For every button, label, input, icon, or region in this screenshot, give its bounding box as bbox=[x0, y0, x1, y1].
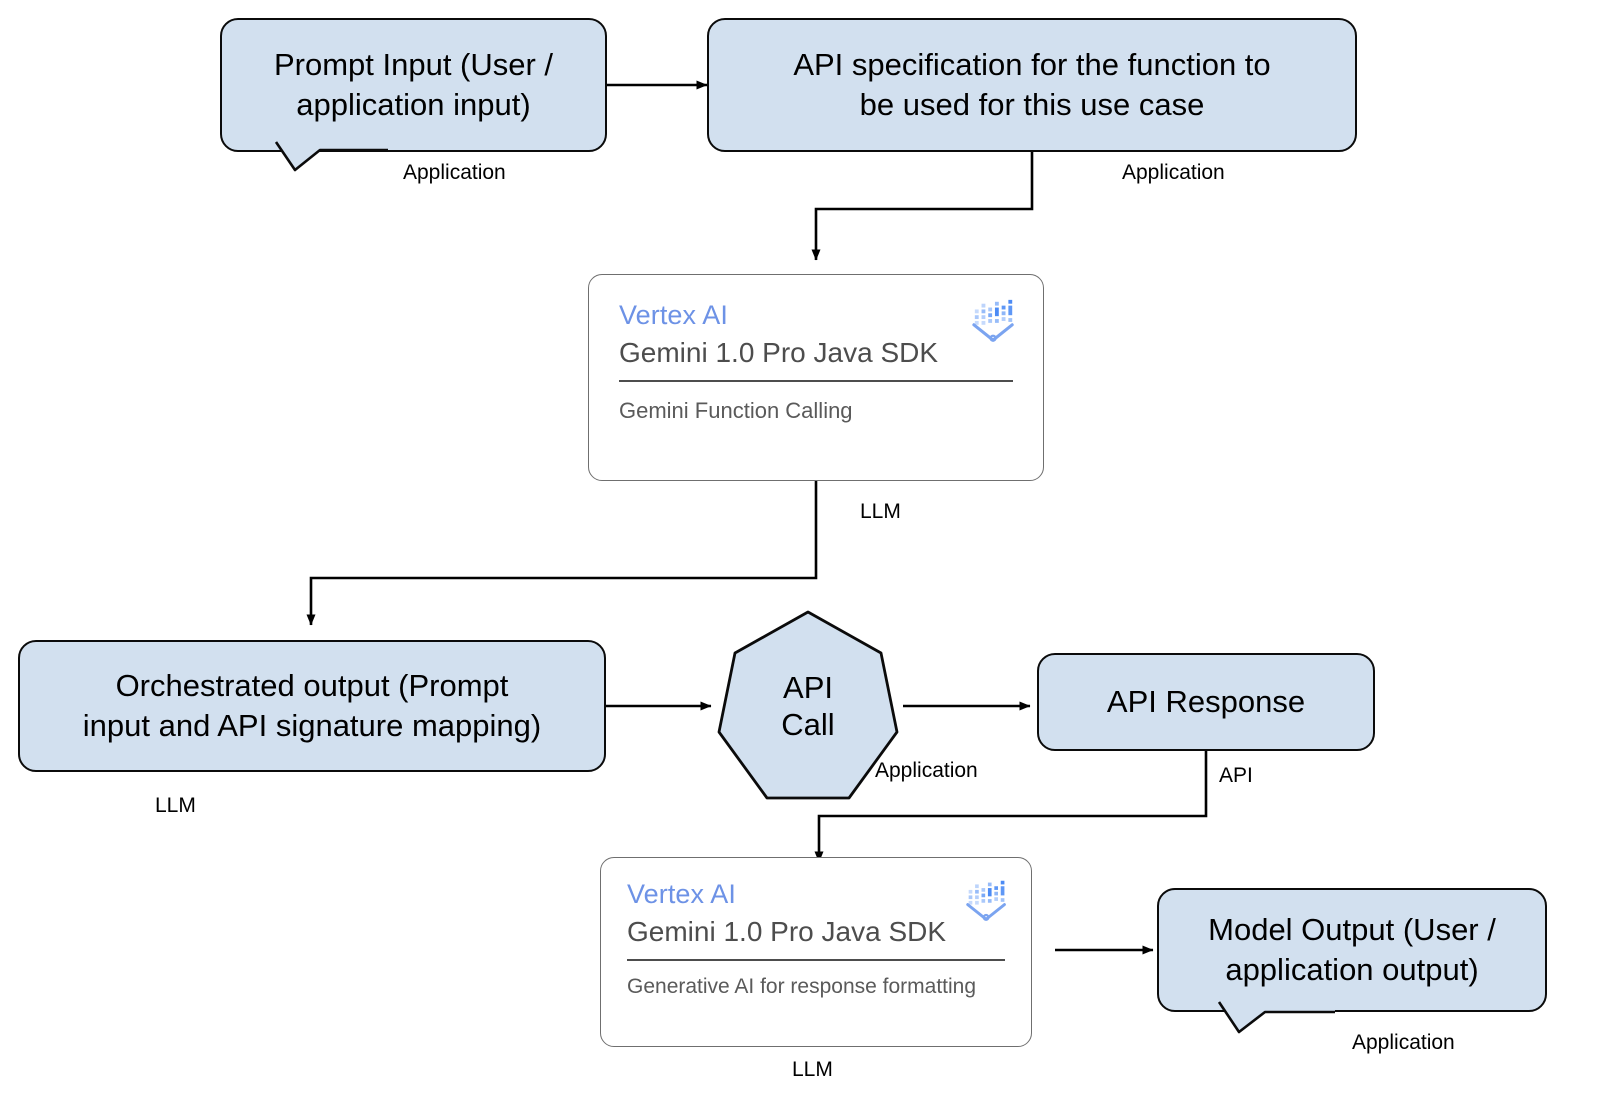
edge-vertex-top-to-orchestrated bbox=[306, 481, 818, 626]
orchestrated-output-text: Orchestrated output (Prompt input and AP… bbox=[83, 666, 541, 745]
vertex-card-top-subtitle: Gemini Function Calling bbox=[619, 397, 853, 423]
prompt-input-annotation: Application bbox=[403, 161, 506, 184]
prompt-input-text: Prompt Input (User / application input) bbox=[274, 45, 553, 124]
model-output-text: Model Output (User / application output) bbox=[1208, 910, 1496, 989]
vertex-card-top-brand: Vertex AI bbox=[619, 300, 728, 330]
node-prompt-input[interactable]: Prompt Input (User / application input) bbox=[220, 18, 607, 152]
vertex-ai-logo-icon bbox=[966, 880, 1006, 921]
orchestrated-output-line2: input and API signature mapping) bbox=[82, 708, 542, 743]
node-api-response[interactable]: API Response bbox=[1037, 653, 1375, 751]
api-response-text: API Response bbox=[1106, 684, 1306, 720]
edge-apispec-to-vertex-top bbox=[811, 152, 1034, 261]
model-output-line2: application output) bbox=[1225, 952, 1479, 987]
api-call-annotation: Application bbox=[875, 759, 978, 782]
node-vertex-card-bottom[interactable]: Vertex AI Gemini 1.0 Pro Java SDK Genera… bbox=[600, 857, 1032, 1047]
model-output-line1: Model Output (User / bbox=[1208, 912, 1496, 948]
prompt-input-line1: Prompt Input (User / bbox=[273, 47, 554, 83]
vertex-card-bottom-brand: Vertex AI bbox=[627, 879, 736, 909]
prompt-input-line2: application input) bbox=[296, 87, 531, 122]
orchestrated-output-line1: Orchestrated output (Prompt bbox=[115, 668, 509, 704]
orchestrated-output-annotation: LLM bbox=[155, 794, 196, 817]
api-specification-line2: be used for this use case bbox=[859, 87, 1205, 122]
api-specification-annotation: Application bbox=[1122, 161, 1225, 184]
node-model-output[interactable]: Model Output (User / application output) bbox=[1157, 888, 1547, 1012]
vertex-card-bottom-divider bbox=[627, 958, 1005, 961]
vertex-ai-logo-icon bbox=[972, 299, 1014, 342]
vertex-card-bottom-subtitle: Generative AI for response formatting bbox=[627, 974, 977, 998]
vertex-card-bottom-annotation: LLM bbox=[792, 1058, 833, 1081]
model-output-annotation: Application bbox=[1352, 1031, 1455, 1054]
node-vertex-card-top[interactable]: Vertex AI Gemini 1.0 Pro Java SDK Gemini… bbox=[588, 274, 1044, 481]
vertex-card-top-divider bbox=[619, 379, 1013, 382]
api-specification-line1: API specification for the function to bbox=[793, 47, 1271, 83]
node-api-specification[interactable]: API specification for the function to be… bbox=[707, 18, 1357, 152]
edge-apiresponse-to-vertex-bottom bbox=[814, 751, 1208, 863]
vertex-card-bottom-title: Gemini 1.0 Pro Java SDK bbox=[627, 915, 947, 947]
api-response-annotation: API bbox=[1219, 764, 1253, 787]
api-specification-text: API specification for the function to be… bbox=[793, 45, 1270, 124]
api-call-heptagon-shape bbox=[717, 610, 899, 800]
vertex-card-top-annotation: LLM bbox=[860, 500, 901, 523]
node-orchestrated-output[interactable]: Orchestrated output (Prompt input and AP… bbox=[18, 640, 606, 772]
vertex-card-top-title: Gemini 1.0 Pro Java SDK bbox=[619, 336, 939, 368]
